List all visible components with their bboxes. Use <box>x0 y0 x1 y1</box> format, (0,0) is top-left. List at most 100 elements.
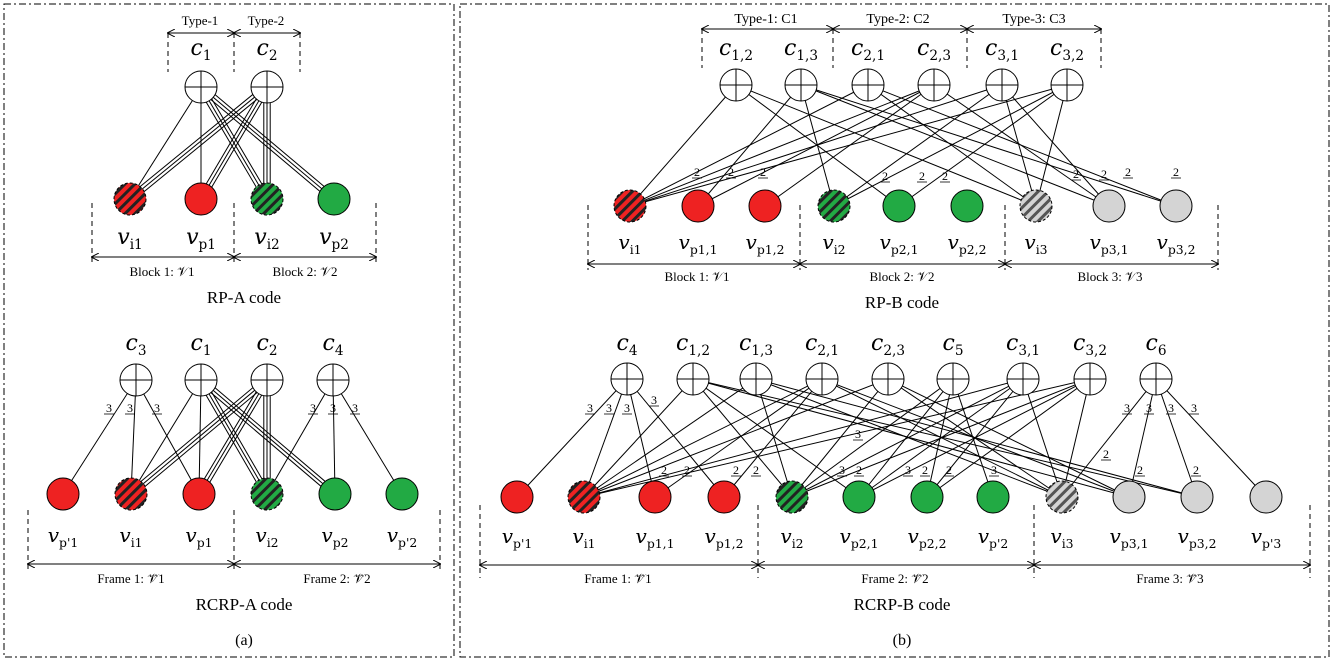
rpa-check-label-2: c2 <box>257 36 278 64</box>
rcrpa-edge-label: 3 <box>106 401 112 415</box>
rcrpb-check-5 <box>871 362 905 396</box>
rpa-var-2 <box>184 182 218 216</box>
rcrpb-edge-label-3: 3 <box>651 393 657 407</box>
rcrpb-check-9 <box>1139 362 1173 396</box>
rpa-edge <box>200 86 268 200</box>
rcrpb-frame1-label: Frame 1: 𝒱̂1 <box>584 571 651 586</box>
rpa-var-1 <box>113 182 147 216</box>
rcrpa-edge <box>132 382 270 497</box>
rcrpb-edge <box>1128 378 1157 498</box>
rpb-check-label-3: c2,1 <box>851 36 885 64</box>
rpa-var-label-4: vp2 <box>319 225 349 253</box>
rcrpb-edge <box>583 378 694 498</box>
panel-b-caption: (b) <box>893 632 912 649</box>
rcrpb-edge <box>887 378 1063 498</box>
rcrpb-var-5 <box>775 480 809 514</box>
rcrpb-edge-label-3: 3 <box>855 427 861 441</box>
rpb-edge-label: 2 <box>1101 167 1107 181</box>
rcrpa-edge <box>130 379 268 495</box>
rcrpa-var-label-5: vp2 <box>321 523 348 550</box>
rpb-var-label-9: vp3,2 <box>1157 230 1196 257</box>
rcrpb-edge <box>692 378 860 498</box>
rpa-edge <box>197 85 265 198</box>
rcrpb-var-label-11: vp3,2 <box>1178 524 1217 551</box>
rcrpb-edge <box>723 378 823 498</box>
rpa-edge <box>202 84 337 197</box>
rcrpa-var-label-6: vp'2 <box>387 523 418 550</box>
rpb-edge <box>867 84 1037 207</box>
rcrpb-title: RCRP-B code <box>854 595 951 614</box>
rcrpa-edge <box>62 379 137 495</box>
rcrpb-edge-label-2: 2 <box>753 463 759 477</box>
rcrpb-edge <box>626 378 725 498</box>
rcrpa-edge <box>266 379 334 495</box>
rpb-var-7 <box>1019 189 1053 223</box>
rpb-var-6 <box>950 189 984 223</box>
rpa-edge <box>198 89 333 202</box>
rcrpb-var-3 <box>638 480 672 514</box>
rcrpb-edge-label-3: 3 <box>587 401 593 415</box>
rcrpb-edge-label-3: 3 <box>1191 401 1197 415</box>
rpb-edge <box>629 84 1003 207</box>
rcrpa-edge-label: 3 <box>154 401 160 415</box>
rpb-check-6 <box>1050 68 1084 102</box>
rcrpb-edge-label-2: 2 <box>1103 447 1109 461</box>
rcrpb-edge-label-2: 2 <box>733 463 739 477</box>
rcrpb-var-label-1: vp'1 <box>502 524 533 551</box>
rpa-edge <box>197 88 265 201</box>
rpb-var-label-1: vi1 <box>618 230 641 257</box>
rcrpb-edge <box>1155 378 1267 498</box>
rcrpb-edge-label-2: 2 <box>661 463 667 477</box>
rcrpb-var-8 <box>976 480 1010 514</box>
rcrpa-edge-label: 3 <box>352 401 358 415</box>
rcrpa-check-2 <box>184 363 218 397</box>
rpb-edge-label: 2 <box>919 169 925 183</box>
rcrpa-var-4 <box>250 477 284 511</box>
rpb-type3-label: Type-3: C3 <box>1002 12 1065 27</box>
rcrpb-var-label-6: vp2,1 <box>840 524 879 551</box>
rcrpb-edge <box>755 378 793 498</box>
rpb-var-8 <box>1092 189 1126 223</box>
rcrpa-edge-label: 3 <box>127 401 133 415</box>
rcrpa-var-1 <box>46 477 80 511</box>
rpb-edge <box>697 84 802 207</box>
rcrpa-edge-label: 3 <box>310 401 316 415</box>
rpb-check-label-5: c3,1 <box>985 36 1019 64</box>
rpb-var-9 <box>1159 189 1193 223</box>
rpb-edge <box>833 84 1003 207</box>
rcrpb-var-2 <box>567 480 601 514</box>
rpb-edge <box>1001 84 1037 207</box>
rcrpa-edge <box>200 379 268 495</box>
rcrpb-edge <box>583 378 1024 498</box>
rpa-edge <box>203 85 271 198</box>
rcrpb-edge <box>583 378 1091 498</box>
rcrpa-frame2-label: Frame 2: 𝒱̂2 <box>303 571 370 586</box>
rpb-edge-label: 2 <box>1073 167 1079 181</box>
rcrpb-edge <box>692 378 1130 498</box>
rpb-type1-label: Type-1: C1 <box>734 12 797 27</box>
rcrpb-var-label-10: vp3,1 <box>1110 524 1149 551</box>
rpa-block1-label: Block 1: 𝒱1 <box>130 264 195 279</box>
rpb-edge <box>800 84 1110 207</box>
rcrpb-var-10 <box>1112 480 1146 514</box>
rcrpa-edge <box>197 381 265 496</box>
rcrpb-edge <box>926 378 1091 498</box>
rcrpa-check-label-1: c3 <box>126 331 147 359</box>
rcrpb-var-1 <box>500 480 534 514</box>
rcrpb-edge <box>583 378 823 498</box>
rcrpb-var-12 <box>1249 480 1283 514</box>
rcrpa-check-label-3: c2 <box>257 331 278 359</box>
rcrpb-edge-label-3: 3 <box>624 401 630 415</box>
rcrpa-var-5 <box>318 477 352 511</box>
rpa-type1-label: Type-1 <box>182 13 219 28</box>
rpb-var-5 <box>882 189 916 223</box>
rcrpa-frame1-label: Frame 1: 𝒱̂1 <box>97 571 164 586</box>
rcrpb-edge-label-3: 3 <box>905 463 911 477</box>
rpb-edge-label: 2 <box>942 169 948 183</box>
rpa-edge <box>129 86 202 200</box>
rpa-var-label-2: vp1 <box>186 225 216 253</box>
rcrpb-check-label-4: c2,1 <box>805 331 839 359</box>
rpb-check-label-2: c1,3 <box>784 36 818 64</box>
rcrpb-var-label-7: vp2,2 <box>908 524 947 551</box>
rcrpb-edge-label-3: 3 <box>1146 401 1152 415</box>
